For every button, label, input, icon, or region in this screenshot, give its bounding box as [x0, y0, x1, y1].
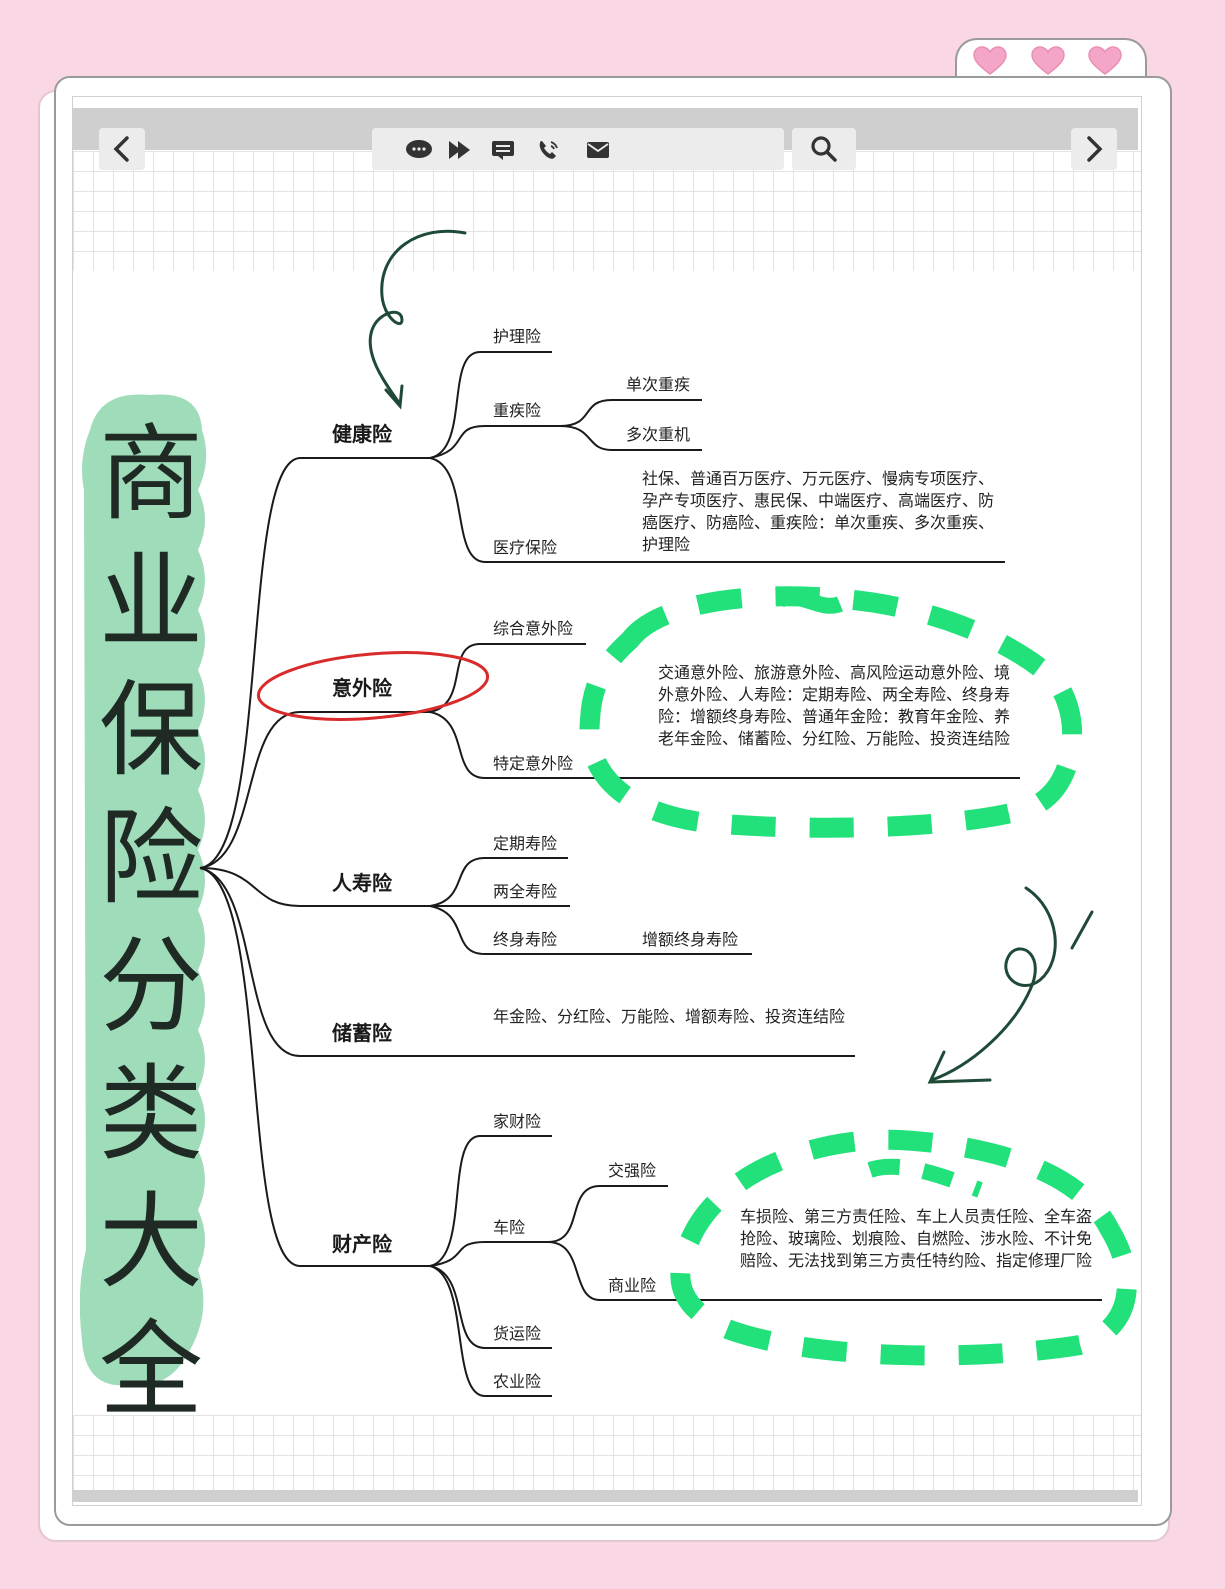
green-dash-accent: [776, 589, 843, 614]
node-nursing-insurance: 护理险: [493, 327, 542, 346]
node-special-accident: 特定意外险: [493, 754, 574, 773]
title-char: 保: [98, 669, 203, 791]
property-home-line: [429, 1135, 552, 1267]
node-general-accident: 综合意外险: [493, 619, 574, 638]
branch-accident: [199, 711, 430, 869]
title-char: 大: [98, 1181, 203, 1303]
node-whole-life: 终身寿险: [493, 930, 558, 949]
node-home-property: 家财险: [493, 1112, 542, 1131]
grid-bottom: [73, 1415, 1141, 1495]
auto-commercial-line: [547, 1241, 1102, 1301]
toolbar-icon-bar: [372, 128, 784, 170]
commercial-auto-detail-text: 车损险、第三方责任险、车上人员责任险、全车盗抢险、玻璃险、划痕险、自燃险、涉水险…: [740, 1207, 1093, 1270]
branch-health: [199, 457, 430, 869]
node-commercial-auto: 商业险: [608, 1276, 657, 1295]
auto-compulsory-line: [547, 1185, 668, 1243]
green-dashed-highlight-commercial: [670, 1129, 1137, 1366]
life-term-line: [429, 857, 568, 907]
title-char: 商: [98, 413, 203, 535]
medical-detail-text: 社保、普通百万医疗、万元医疗、慢病专项医疗、孕产专项医疗、惠民保、中端医疗、高端…: [642, 469, 995, 554]
node-cargo-insurance: 货运险: [493, 1324, 542, 1343]
node-life-insurance: 人寿险: [332, 871, 392, 895]
property-cargo-line: [429, 1265, 552, 1349]
node-endowment: 两全寿险: [493, 882, 558, 901]
health-nursing-line: [429, 351, 552, 459]
prev-button[interactable]: [99, 128, 145, 170]
node-agriculture-insurance: 农业险: [493, 1372, 542, 1391]
forward-icon[interactable]: [446, 138, 474, 162]
node-critical-illness: 重疾险: [493, 401, 542, 420]
health-medical-line: [429, 457, 1005, 563]
node-auto-insurance: 车险: [493, 1218, 526, 1237]
node-medical-insurance: 医疗保险: [493, 538, 558, 557]
arrow-head-bottom: [927, 1050, 992, 1084]
red-circle-highlight: [256, 651, 490, 721]
property-agriculture-line: [429, 1265, 552, 1397]
heart-icon: [1031, 46, 1065, 75]
accident-special-line: [429, 711, 1020, 779]
search-icon: [811, 136, 837, 162]
node-term-life: 定期寿险: [493, 834, 558, 853]
node-accident-insurance: 意外险: [332, 676, 392, 700]
arrow-head-top: [384, 384, 404, 410]
critical-multi-line: [559, 425, 702, 451]
message-icon[interactable]: [489, 138, 517, 162]
chat-icon[interactable]: [405, 138, 433, 162]
arrow-curl-bottom: [930, 886, 1057, 1082]
title-char: 全: [98, 1309, 203, 1431]
title-blob: [80, 394, 207, 1386]
node-savings-insurance: 储蓄险: [332, 1021, 392, 1045]
phone-icon[interactable]: [534, 138, 562, 162]
savings-detail-text: 年金险、分红险、万能险、增额寿险、投资连结险: [493, 1007, 846, 1026]
health-critical-line: [429, 425, 560, 459]
node-property-insurance: 财产险: [332, 1232, 392, 1256]
special-accident-detail-text: 交通意外险、旅游意外险、高风险运动意外险、境外意外险、人寿险：定期寿险、两全寿险…: [658, 663, 1011, 748]
chevron-left-icon: [113, 136, 129, 162]
grid-top: [73, 151, 1141, 271]
node-health-insurance: 健康险: [332, 422, 392, 446]
heart-icon: [1088, 46, 1122, 75]
green-dash-accent: [867, 1158, 983, 1198]
arrow-curl-top: [368, 229, 467, 406]
node-increasing-whole-life: 增额终身寿险: [642, 930, 739, 949]
chevron-right-icon: [1087, 136, 1103, 162]
critical-single-line: [559, 399, 702, 427]
node-critical-multi: 多次重机: [626, 425, 691, 444]
bottom-bar: [72, 1490, 1138, 1502]
branch-property: [199, 867, 430, 1267]
title-char: 业: [98, 541, 203, 663]
search-button[interactable]: [792, 128, 856, 170]
life-whole-line: [429, 905, 752, 955]
mail-icon[interactable]: [584, 138, 612, 162]
node-compulsory-auto: 交强险: [608, 1161, 657, 1180]
next-button[interactable]: [1071, 128, 1117, 170]
title-char: 分: [98, 925, 203, 1047]
node-critical-single: 单次重疾: [626, 375, 691, 394]
branch-savings: [199, 867, 855, 1057]
arrow-tick: [1070, 910, 1094, 950]
title-char: 类: [98, 1053, 203, 1175]
branch-life: [199, 867, 430, 907]
page-title: 商 业 保 险 分 类 大 全: [96, 410, 206, 1434]
property-auto-line: [429, 1241, 548, 1267]
notebook-page: [72, 96, 1142, 1506]
heart-icon: [973, 46, 1007, 75]
title-char: 险: [98, 797, 203, 919]
